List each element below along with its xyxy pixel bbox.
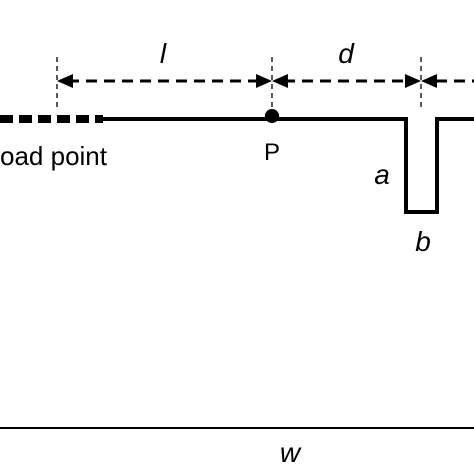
arrowhead-l-left — [57, 74, 73, 88]
arrowhead-d-right — [405, 74, 421, 88]
point-p-marker — [265, 109, 279, 123]
arrowhead-d-left — [272, 74, 288, 88]
label-l: l — [160, 38, 167, 69]
label-b: b — [415, 226, 431, 257]
label-p: P — [264, 139, 280, 166]
arrowhead-l-right — [256, 74, 272, 88]
label-a: a — [374, 159, 390, 190]
label-d: d — [338, 38, 355, 69]
main-line — [103, 117, 474, 214]
label-w: w — [280, 437, 302, 468]
label-load-point: oad point — [0, 141, 108, 171]
arrowhead-right-left — [421, 74, 437, 88]
